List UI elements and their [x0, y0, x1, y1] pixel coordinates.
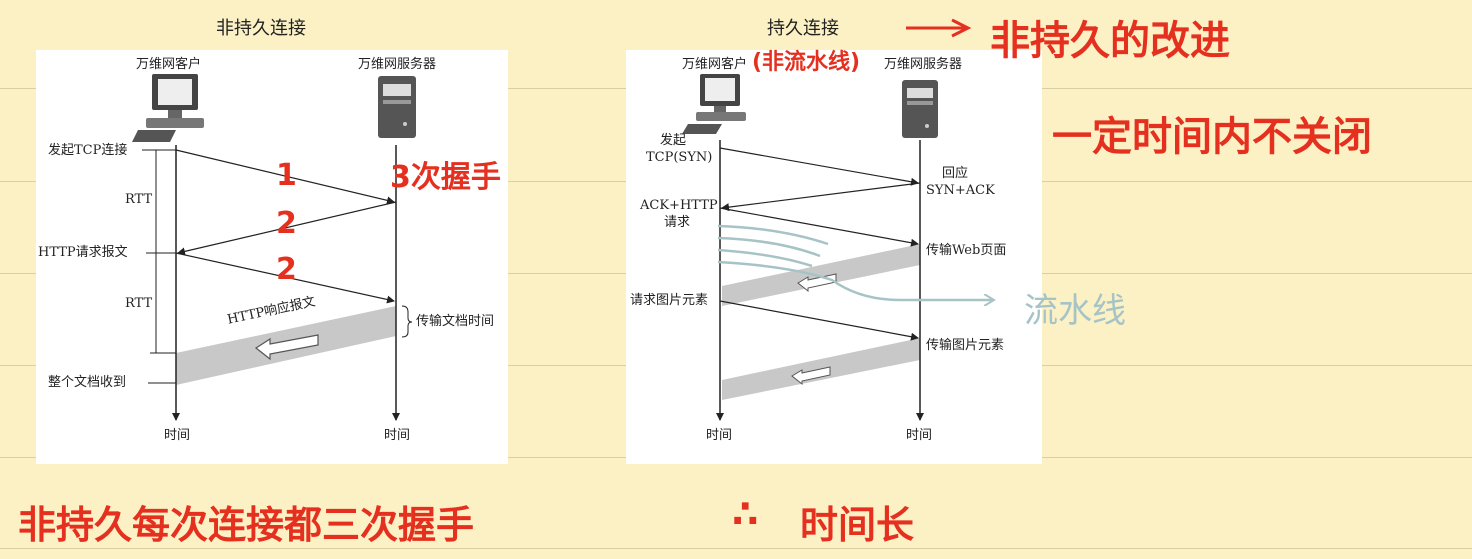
syn-ack-label: SYN+ACK	[926, 183, 995, 198]
request-label: 请求	[664, 215, 691, 230]
handwritten-number-2: 2	[276, 206, 297, 241]
ack-http-message	[719, 207, 919, 247]
syn-message	[175, 149, 395, 205]
right-caption: 持久连接	[767, 18, 839, 39]
transfer-time-brace	[401, 305, 413, 338]
client-label: 万维网客户	[136, 57, 202, 72]
syn-ack-message	[177, 201, 397, 256]
client-label: 万维网客户	[682, 57, 748, 72]
syn-ack-message	[721, 182, 921, 212]
left-caption: 非持久连接	[216, 18, 306, 39]
pipeline-scribble	[717, 224, 994, 300]
http-request-message	[175, 252, 395, 304]
non-persistent-improvement-note: 非持久的改进	[990, 18, 1230, 64]
web-page-band	[722, 244, 920, 306]
reply-label: 回应	[942, 166, 969, 181]
request-image-label: 请求图片元素	[630, 293, 709, 308]
syn-message	[719, 147, 919, 186]
doc-transfer-time-label: 传输文档时间	[416, 314, 495, 329]
right-diagram-panel	[626, 50, 1042, 464]
not-closed-note: 一定时间内不关闭	[1052, 114, 1372, 160]
whole-doc-received-label: 整个文档收到	[48, 375, 127, 390]
server-icon	[902, 80, 938, 138]
time-label: 时间	[906, 428, 933, 443]
start-label: 发起	[660, 133, 687, 148]
time-label: 时间	[706, 428, 733, 443]
therefore-symbol: ∴	[732, 492, 759, 536]
server-label: 万维网服务器	[884, 57, 963, 72]
image-direction-arrow	[791, 366, 831, 386]
handwritten-number-1: 1	[276, 158, 297, 193]
rtt-label: RTT	[125, 296, 153, 311]
ruled-line	[0, 548, 1472, 549]
three-way-handshake-note: 3次握手	[390, 160, 501, 195]
image-request-message	[719, 300, 919, 341]
http-request-label: HTTP请求报文	[38, 245, 128, 260]
server-icon	[378, 76, 416, 138]
time-label: 时间	[384, 428, 411, 443]
ack-http-label: ACK+HTTP	[640, 198, 718, 213]
server-label: 万维网服务器	[358, 57, 437, 72]
handwritten-number-2b: 2	[276, 252, 297, 287]
start-tcp-label: 发起TCP连接	[48, 143, 128, 158]
handwritten-arrowhead	[951, 18, 972, 38]
time-long-note: 时间长	[800, 503, 915, 547]
client-computer-icon	[682, 74, 746, 134]
bottom-note: 非持久每次连接都三次握手	[18, 503, 475, 547]
response-direction-arrow	[254, 334, 319, 361]
transfer-web-label: 传输Web页面	[926, 243, 1007, 258]
time-label: 时间	[164, 428, 191, 443]
transfer-image-label: 传输图片元素	[926, 338, 1005, 353]
pipeline-note: 流水线	[1024, 291, 1126, 331]
non-pipeline-note: (非流水线)	[752, 50, 861, 75]
client-computer-icon	[132, 74, 204, 142]
left-diagram-panel	[36, 50, 508, 464]
tcp-syn-label: TCP(SYN)	[646, 150, 713, 165]
rtt-label: RTT	[125, 192, 153, 207]
